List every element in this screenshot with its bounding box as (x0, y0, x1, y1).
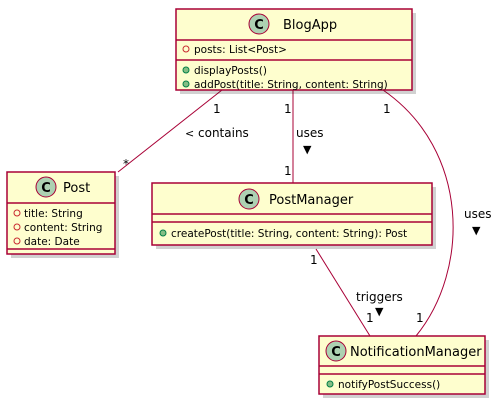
class-name-notificationmanager: NotificationManager (350, 345, 482, 360)
public-method-icon (182, 80, 190, 88)
label-triggers: triggers (356, 290, 403, 304)
svg-text:C: C (244, 193, 254, 208)
mult-uses-nm-to: 1 (416, 311, 424, 325)
svg-text:C: C (331, 345, 341, 360)
class-postmanager: C PostManager createPost(title: String, … (151, 182, 436, 249)
attr-content: content: String (24, 222, 102, 234)
class-name-postmanager: PostManager (269, 193, 354, 208)
method-notifypostsuccess: notifyPostSuccess() (338, 379, 440, 391)
mult-triggers-from: 1 (310, 253, 318, 267)
svg-text:C: C (41, 181, 51, 196)
class-c-icon (325, 340, 347, 362)
attr-posts: posts: List<Post> (194, 44, 287, 56)
class-c-icon (35, 176, 57, 198)
mult-uses-pm-to: 1 (284, 164, 292, 178)
method-addpost: addPost(title: String, content: String) (194, 79, 388, 91)
class-name-blogapp: BlogApp (283, 18, 337, 33)
label-uses-pm: uses (296, 126, 324, 140)
public-method-icon (326, 380, 334, 388)
attr-title: title: String (24, 208, 83, 220)
mult-triggers-to: 1 (366, 311, 374, 325)
label-uses-nm: uses (464, 207, 492, 221)
mult-contains-to: * (123, 157, 129, 171)
method-createpost: createPost(title: String, content: Strin… (171, 228, 407, 240)
svg-text:C: C (254, 18, 264, 33)
relation-labels: 1 * < contains 1 uses ▼ 1 1 uses ▼ 1 1 t… (123, 102, 492, 325)
edges (117, 89, 454, 337)
class-post: C Post title: String content: String dat… (6, 171, 119, 258)
class-name-post: Post (63, 181, 90, 196)
class-c-icon (248, 13, 270, 35)
edge-uses-notification (382, 89, 454, 337)
edge-contains (117, 89, 223, 173)
mult-contains-from: 1 (213, 102, 221, 116)
private-field-icon (13, 223, 21, 231)
attr-date: date: Date (24, 236, 80, 248)
label-contains: contains (198, 126, 249, 140)
mult-uses-pm-from: 1 (284, 102, 292, 116)
arrow-uses-pm: ▼ (303, 143, 312, 156)
private-field-icon (182, 45, 190, 53)
class-notificationmanager: C NotificationManager notifyPostSuccess(… (318, 335, 489, 398)
method-displayposts: displayPosts() (194, 65, 267, 77)
arrow-uses-nm: ▼ (472, 224, 481, 237)
private-field-icon (13, 237, 21, 245)
class-blogapp: C BlogApp posts: List<Post> displayPosts… (175, 8, 416, 94)
public-method-icon (182, 66, 190, 74)
private-field-icon (13, 209, 21, 217)
public-method-icon (159, 229, 167, 237)
edge-triggers (315, 248, 371, 337)
class-c-icon (238, 188, 260, 210)
mult-uses-nm-from: 1 (383, 102, 391, 116)
arrow-triggers: ▼ (375, 305, 384, 318)
arrow-contains: < (185, 127, 194, 140)
